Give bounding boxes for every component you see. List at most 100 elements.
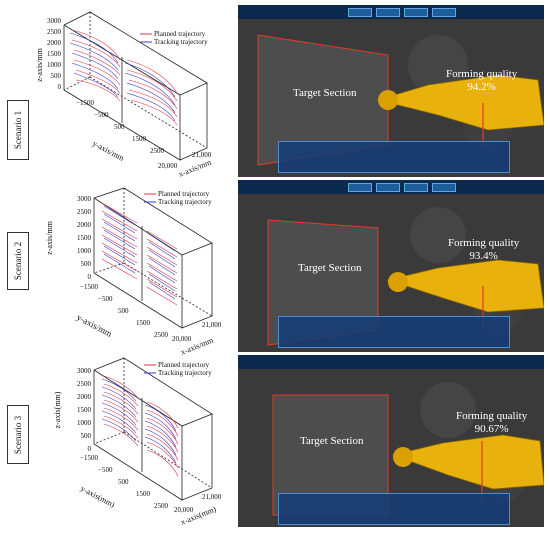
scenario-3-plot: Planned trajectory Tracking trajectory 3… bbox=[32, 352, 232, 527]
y-axis-label: y-axis/mm bbox=[75, 312, 114, 339]
svg-text:1500: 1500 bbox=[77, 234, 92, 242]
hud-button[interactable] bbox=[348, 8, 372, 17]
svg-text:−500: −500 bbox=[94, 111, 109, 119]
x-ticks: 20,000 21,000 bbox=[158, 151, 212, 170]
forming-quality-label: Forming quality 90.67% bbox=[456, 410, 527, 436]
legend-planned: Planned trajectory bbox=[158, 361, 210, 369]
svg-text:2500: 2500 bbox=[150, 147, 165, 155]
svg-text:2500: 2500 bbox=[154, 331, 169, 339]
svg-text:1500: 1500 bbox=[47, 50, 62, 58]
y-axis-label: y-axis/mm bbox=[91, 139, 126, 163]
hud-data-panel bbox=[278, 493, 510, 525]
x-ticks: 20,000 21,000 bbox=[172, 321, 222, 343]
svg-text:2000: 2000 bbox=[47, 39, 62, 47]
svg-text:1500: 1500 bbox=[77, 406, 92, 414]
hud-top-bar bbox=[238, 180, 544, 194]
legend: Planned trajectory Tracking trajectory bbox=[144, 190, 212, 206]
trajectory-curves bbox=[101, 375, 179, 477]
scenario-1-plot: Planned trajectory Tracking trajectory 3… bbox=[32, 5, 232, 180]
y-ticks: −1500 −500 500 1500 2500 bbox=[80, 454, 169, 510]
scenario-3-label-box: Scenario 3 bbox=[7, 405, 29, 464]
svg-text:20,000: 20,000 bbox=[172, 335, 192, 343]
z-axis-label: z-axis(mm) bbox=[53, 391, 62, 428]
forming-quality-title: Forming quality bbox=[448, 237, 520, 249]
forming-quality-value: 93.4% bbox=[469, 250, 498, 262]
hud-button[interactable] bbox=[376, 8, 400, 17]
svg-text:1500: 1500 bbox=[132, 135, 147, 143]
target-section-label: Target Section bbox=[293, 87, 357, 99]
hud-button[interactable] bbox=[348, 183, 372, 192]
svg-text:500: 500 bbox=[114, 123, 125, 131]
scenario-3-sim-panel: Target Section Forming quality 90.67% bbox=[238, 355, 544, 527]
plot-box-frame bbox=[93, 187, 213, 329]
legend-planned: Planned trajectory bbox=[158, 190, 210, 198]
hud-button[interactable] bbox=[376, 183, 400, 192]
svg-text:−1500: −1500 bbox=[80, 454, 98, 462]
hud-top-bar bbox=[238, 355, 544, 369]
x-ticks: 20,000 21,000 bbox=[174, 493, 222, 514]
y-ticks: −1500 −500 500 1500 2500 bbox=[80, 283, 169, 339]
svg-text:21,000: 21,000 bbox=[202, 321, 222, 329]
svg-text:0: 0 bbox=[58, 83, 62, 91]
y-ticks: −1500 −500 500 1500 2500 bbox=[76, 99, 165, 155]
legend-tracking: Tracking trajectory bbox=[154, 38, 208, 46]
svg-text:−1500: −1500 bbox=[80, 283, 98, 291]
z-ticks: 3000 2500 2000 1500 1000 500 0 bbox=[77, 367, 92, 453]
z-axis-label: z-axis/mm bbox=[35, 47, 44, 82]
svg-text:1000: 1000 bbox=[47, 61, 62, 69]
hud-button[interactable] bbox=[404, 183, 428, 192]
svg-text:−500: −500 bbox=[98, 295, 113, 303]
svg-text:20,000: 20,000 bbox=[158, 162, 178, 170]
forming-quality-label: Forming quality 94.2% bbox=[446, 68, 517, 94]
trajectory-curves bbox=[69, 29, 178, 126]
scenario-3-label: Scenario 3 bbox=[13, 415, 23, 454]
scenario-1-sim-panel: Target Section Forming quality 94.2% bbox=[238, 5, 544, 177]
svg-text:2500: 2500 bbox=[77, 208, 92, 216]
svg-text:−1500: −1500 bbox=[76, 99, 94, 107]
svg-text:2000: 2000 bbox=[77, 221, 92, 229]
hud-button[interactable] bbox=[432, 183, 456, 192]
svg-text:21,000: 21,000 bbox=[192, 151, 212, 159]
forming-quality-title: Forming quality bbox=[456, 410, 528, 422]
svg-text:500: 500 bbox=[118, 478, 129, 486]
svg-text:500: 500 bbox=[81, 432, 92, 440]
scenario-2-plot: Planned trajectory Tracking trajectory 3… bbox=[32, 183, 232, 358]
svg-text:1500: 1500 bbox=[136, 319, 151, 327]
legend-tracking: Tracking trajectory bbox=[158, 369, 212, 377]
svg-text:21,000: 21,000 bbox=[202, 493, 222, 501]
hud-button[interactable] bbox=[404, 8, 428, 17]
z-ticks: 3000 2500 2000 1500 1000 500 0 bbox=[47, 17, 62, 91]
svg-text:1000: 1000 bbox=[77, 419, 92, 427]
legend-planned: Planned trajectory bbox=[154, 30, 206, 38]
x-axis-label: x-axis/mm bbox=[177, 157, 213, 178]
forming-quality-label: Forming quality 93.4% bbox=[448, 237, 519, 263]
legend-tracking: Tracking trajectory bbox=[158, 198, 212, 206]
target-section-label: Target Section bbox=[300, 435, 364, 447]
svg-text:500: 500 bbox=[118, 307, 129, 315]
svg-text:2500: 2500 bbox=[77, 380, 92, 388]
svg-text:0: 0 bbox=[88, 445, 92, 453]
scenario-1-label-box: Scenario 1 bbox=[7, 100, 29, 160]
svg-text:500: 500 bbox=[51, 72, 62, 80]
trajectory-curves bbox=[101, 202, 178, 306]
svg-text:0: 0 bbox=[88, 273, 92, 281]
svg-text:20,000: 20,000 bbox=[174, 506, 194, 514]
svg-text:2000: 2000 bbox=[77, 393, 92, 401]
hud-data-panel bbox=[278, 316, 510, 348]
scenario-2-plot-svg: Planned trajectory Tracking trajectory 3… bbox=[45, 187, 222, 357]
legend: Planned trajectory Tracking trajectory bbox=[140, 30, 208, 46]
svg-text:2500: 2500 bbox=[154, 502, 169, 510]
scenario-2-sim-panel: Target Section Forming quality 93.4% bbox=[238, 180, 544, 352]
scenario-2-label-box: Scenario 2 bbox=[7, 232, 29, 290]
hud-top-bar bbox=[238, 5, 544, 19]
svg-text:3000: 3000 bbox=[77, 367, 92, 375]
forming-quality-value: 90.67% bbox=[474, 423, 509, 435]
target-section-label: Target Section bbox=[298, 262, 362, 274]
svg-text:2500: 2500 bbox=[47, 28, 62, 36]
hud-button[interactable] bbox=[432, 8, 456, 17]
plot-box-frame bbox=[93, 357, 213, 501]
legend: Planned trajectory Tracking trajectory bbox=[144, 361, 212, 377]
scenario-3-plot-svg: Planned trajectory Tracking trajectory 3… bbox=[53, 357, 222, 527]
forming-quality-value: 94.2% bbox=[467, 81, 496, 93]
hud-data-panel bbox=[278, 141, 510, 173]
